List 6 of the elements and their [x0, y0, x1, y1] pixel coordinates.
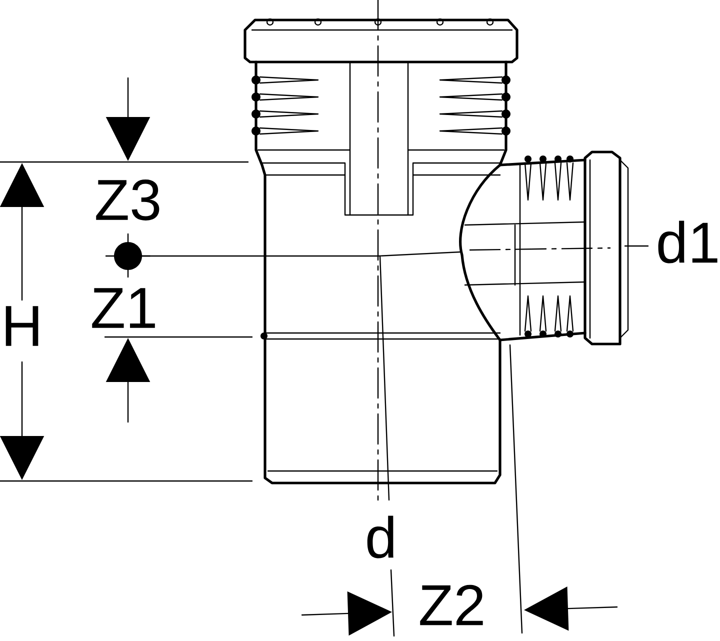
dimension-label: Z2: [420, 584, 483, 626]
dimension-label: H: [6, 306, 38, 346]
dimension-label: Z1: [92, 288, 155, 328]
dimension-label: Z3: [96, 180, 160, 220]
dimension-label: d: [367, 516, 394, 558]
dimension-label: d1: [658, 220, 718, 264]
